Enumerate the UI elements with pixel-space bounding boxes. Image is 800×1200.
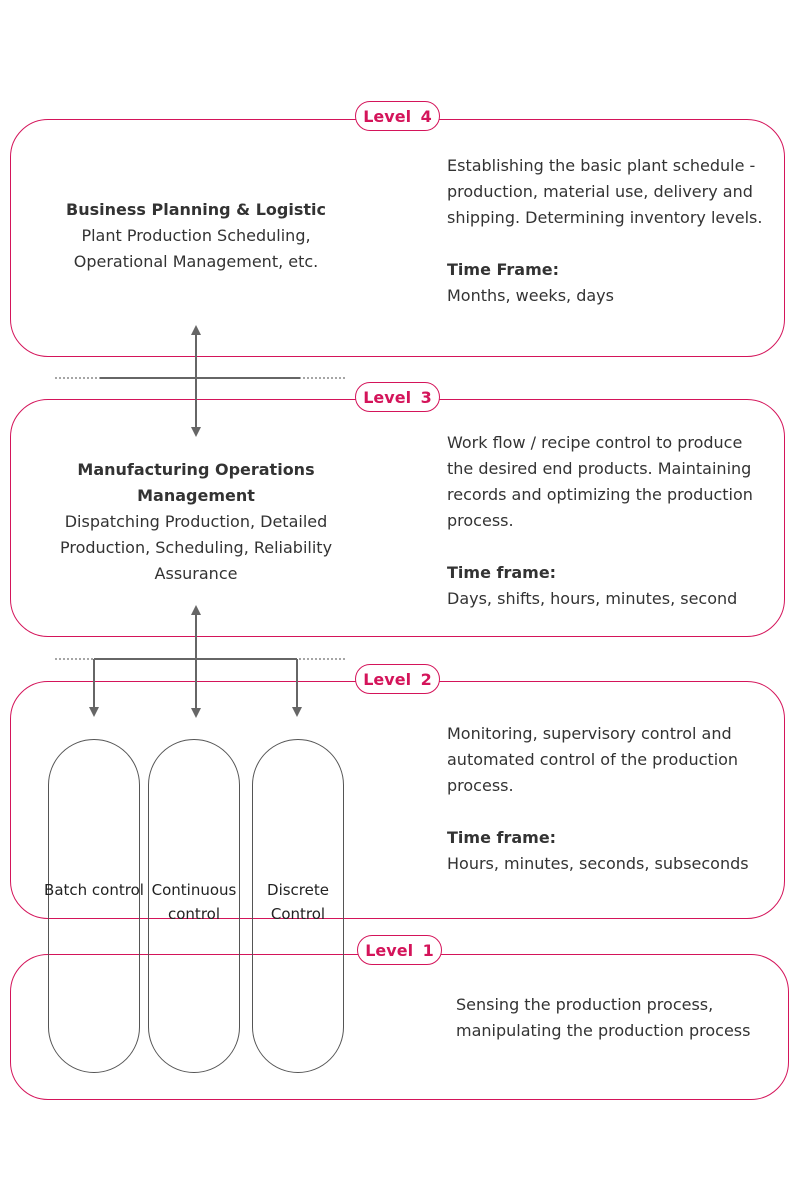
discrete-control-label: Discrete Control [267, 881, 329, 923]
level-4-title-rest: Plant Production Scheduling, Operational… [73, 226, 319, 271]
level-3-title-bold: Manufacturing Operations Management [77, 460, 315, 505]
level-2-badge: Level 2 [355, 664, 440, 694]
level-2-description-block: Monitoring, supervisory control and auto… [447, 721, 772, 877]
level-4-badge: Level 4 [355, 101, 440, 131]
level-2-description: Monitoring, supervisory control and auto… [447, 724, 739, 795]
level-3-timeframe: Days, shifts, hours, minutes, second [447, 589, 738, 608]
level-2-timeframe: Hours, minutes, seconds, subseconds [447, 854, 749, 873]
level-4-title-bold: Business Planning & Logistic [66, 200, 326, 219]
level-3-title-rest: Dispatching Production, Detailed Product… [59, 512, 333, 583]
level-2-timeframe-label: Time frame: [447, 828, 557, 847]
continuous-control-pillar [148, 739, 240, 1073]
level-4-title: Business Planning & Logistic Plant Produ… [60, 197, 332, 275]
level-3-description: Work flow / recipe control to produce th… [447, 433, 753, 530]
level-4-timeframe: Months, weeks, days [447, 286, 614, 305]
discrete-control-pillar [252, 739, 344, 1073]
level-3-badge: Level 3 [355, 382, 440, 412]
level-1-description: Sensing the production process, manipula… [456, 995, 751, 1040]
level-3-description-block: Work flow / recipe control to produce th… [447, 430, 772, 612]
level-1-badge: Level 1 [357, 935, 442, 965]
level-4-description: Establishing the basic plant schedule - … [447, 156, 763, 227]
level-4-timeframe-label: Time Frame: [447, 260, 560, 279]
level-1-description-block: Sensing the production process, manipula… [456, 992, 776, 1044]
batch-control-pillar [48, 739, 140, 1073]
batch-control-label: Batch control [44, 881, 144, 899]
level-4-description-block: Establishing the basic plant schedule - … [447, 153, 772, 309]
level-3-timeframe-label: Time frame: [447, 563, 557, 582]
continuous-control-label: Continuous control [151, 881, 237, 923]
level-3-title: Manufacturing Operations Management Disp… [45, 457, 347, 587]
